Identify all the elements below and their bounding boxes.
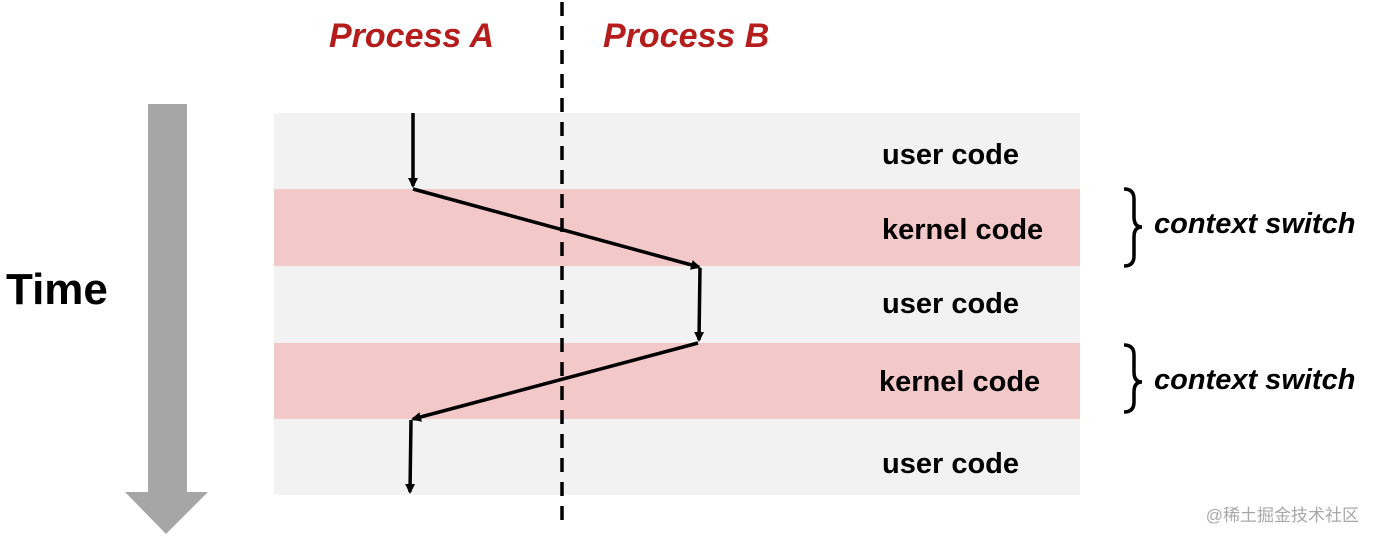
flow-process-a-user-2: [405, 419, 416, 494]
user-code-band-2: [274, 266, 1080, 343]
band-label-user-code-1: user code: [882, 139, 1019, 171]
time-arrow: [125, 104, 208, 534]
band-label-user-code-3: user code: [882, 448, 1019, 480]
watermark: @稀土掘金技术社区: [1205, 506, 1359, 525]
context-switch-label-1: context switch: [1154, 208, 1356, 240]
context-switch-label-2: context switch: [1154, 364, 1356, 396]
context-switch-brace-1: [1123, 187, 1143, 268]
kernel-code-band-2: [274, 343, 1080, 419]
band-label-kernel-code-2: kernel code: [879, 366, 1041, 398]
flow-switch-to-a: [411, 341, 699, 422]
process-a-label: Process A: [329, 17, 495, 55]
flow-process-b-user: [694, 267, 705, 342]
band-label-kernel-code-1: kernel code: [882, 214, 1044, 246]
control-flow-path: [405, 113, 705, 494]
time-label: Time: [6, 265, 108, 314]
context-switch-brace-2: [1123, 343, 1143, 414]
kernel-code-band-1: [274, 189, 1080, 266]
user-code-band-3: [274, 419, 1080, 495]
band-label-user-code-2: user code: [882, 288, 1019, 320]
flow-switch-to-b: [412, 187, 701, 270]
user-code-band-1: [274, 113, 1080, 189]
process-b-label: Process B: [603, 17, 770, 55]
